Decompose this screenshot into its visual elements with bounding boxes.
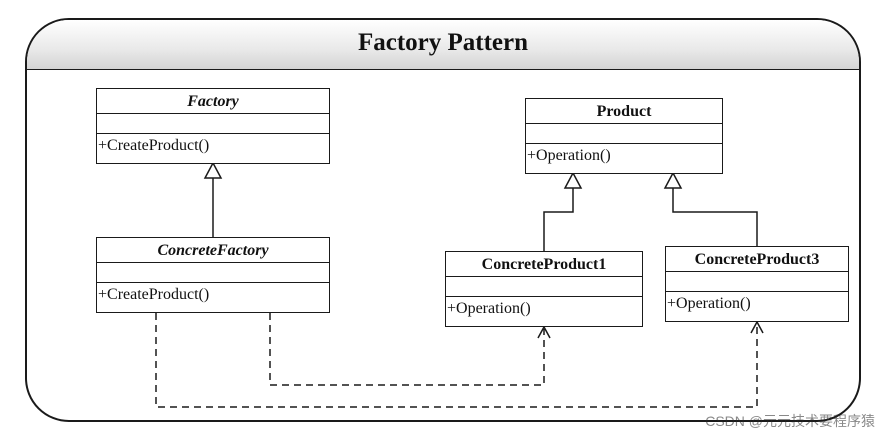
operation-label: +CreateProduct() <box>98 286 210 303</box>
generalization-concreteproduct3-product <box>663 171 758 246</box>
class-name: ConcreteFactory <box>97 238 329 263</box>
attributes-compartment <box>97 263 329 283</box>
operation-label: +Operation() <box>527 147 611 164</box>
class-name: ConcreteProduct1 <box>446 252 642 277</box>
diagram-title: Factory Pattern <box>357 29 529 56</box>
class-concrete-product1[interactable]: ConcreteProduct1 +Operation() <box>445 251 643 327</box>
attributes-compartment <box>446 277 642 297</box>
generalization-concreteproduct1-product <box>543 171 583 251</box>
dependency-concretefactory-concreteproduct3 <box>155 313 764 408</box>
dependency-concretefactory-concreteproduct1 <box>269 313 551 386</box>
operation-label: +Operation() <box>667 295 751 312</box>
class-name: Factory <box>97 89 329 114</box>
class-concrete-product3[interactable]: ConcreteProduct3 +Operation() <box>665 246 849 322</box>
attributes-compartment <box>526 124 722 144</box>
attributes-compartment <box>97 114 329 134</box>
class-product[interactable]: Product +Operation() <box>525 98 723 174</box>
operation-label: +Operation() <box>447 300 531 317</box>
class-concrete-factory[interactable]: ConcreteFactory +CreateProduct() <box>96 237 330 313</box>
operation-label: +CreateProduct() <box>98 137 210 154</box>
class-name: ConcreteProduct3 <box>666 247 848 272</box>
generalization-concretefactory-factory <box>203 161 223 237</box>
class-factory[interactable]: Factory +CreateProduct() <box>96 88 330 164</box>
diagram-header: Factory Pattern <box>27 20 859 70</box>
watermark-text: CSDN @元元技术要程序猿 <box>705 413 875 429</box>
class-name: Product <box>526 99 722 124</box>
attributes-compartment <box>666 272 848 292</box>
diagram-frame: Factory Pattern <box>25 18 861 422</box>
